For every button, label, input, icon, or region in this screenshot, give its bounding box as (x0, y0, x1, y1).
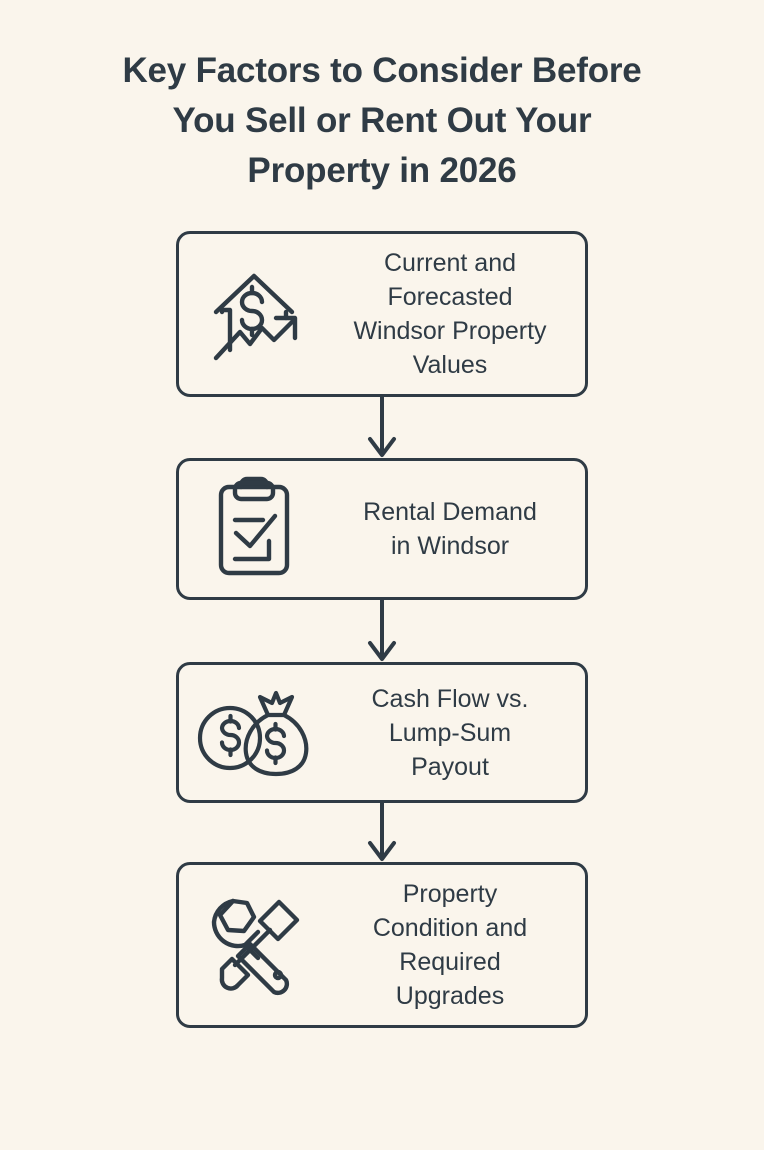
flowchart: Current and Forecasted Windsor Property … (176, 231, 588, 1028)
flow-step-3-line-3: Payout (411, 752, 489, 781)
page-title-line-1: Key Factors to Consider Before (122, 51, 642, 90)
flow-step-4-line-3: Required (399, 948, 501, 976)
flow-step-4-line-1: Property (402, 880, 498, 908)
flow-step-1-line-3: Windsor Property (353, 317, 547, 345)
flow-step-4-line-2: Condition and (372, 914, 528, 942)
flow-connector-3 (176, 803, 588, 862)
house-dollar-growth-icon (179, 260, 329, 368)
flow-step-4[interactable]: Property Condition and Required Upgrades (176, 862, 588, 1028)
clipboard-checklist-icon (179, 475, 329, 583)
flow-connector-1 (176, 397, 588, 458)
flow-step-2-line-2: in Windsor (390, 532, 510, 560)
coin-and-money-bag-icon (179, 683, 329, 783)
flow-connector-2 (176, 600, 588, 662)
page-title: Key Factors to Consider Before You Sell … (62, 46, 702, 196)
flow-step-3[interactable]: Cash Flow vs. Lump-Sum Payout (176, 662, 588, 803)
flow-step-3-line-1: Cash Flow vs. (371, 684, 529, 713)
flow-step-2-line-1: Rental Demand (363, 498, 537, 526)
flow-step-3-line-2: Lump-Sum (388, 718, 512, 747)
down-arrow-icon (368, 803, 396, 861)
page-title-line-2: You Sell or Rent Out Your (172, 101, 592, 140)
down-arrow-icon (368, 397, 396, 457)
flow-step-2-label: Rental Demand in Windsor (329, 495, 585, 563)
flow-step-2[interactable]: Rental Demand in Windsor (176, 458, 588, 600)
flow-step-1[interactable]: Current and Forecasted Windsor Property … (176, 231, 588, 397)
flow-step-1-line-1: Current and (383, 249, 517, 277)
flow-step-1-label: Current and Forecasted Windsor Property … (329, 246, 585, 382)
flow-step-1-line-2: Forecasted (387, 283, 513, 311)
down-arrow-icon (368, 600, 396, 661)
page-title-line-3: Property in 2026 (247, 151, 517, 190)
flow-step-3-label: Cash Flow vs. Lump-Sum Payout (329, 682, 585, 784)
flow-step-1-line-4: Values (412, 351, 488, 379)
flow-step-4-line-4: Upgrades (395, 982, 505, 1010)
wrench-screwdriver-icon (179, 891, 329, 999)
flow-step-4-label: Property Condition and Required Upgrades (329, 877, 585, 1013)
